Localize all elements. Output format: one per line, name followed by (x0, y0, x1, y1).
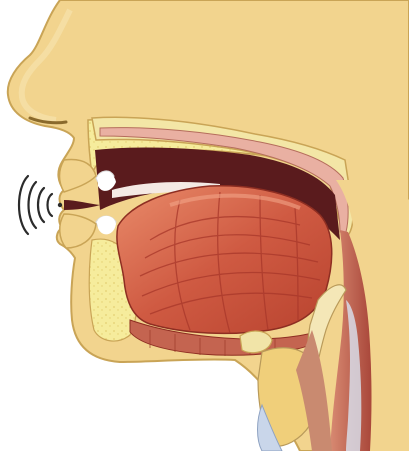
sound-wave-icon (19, 176, 62, 234)
